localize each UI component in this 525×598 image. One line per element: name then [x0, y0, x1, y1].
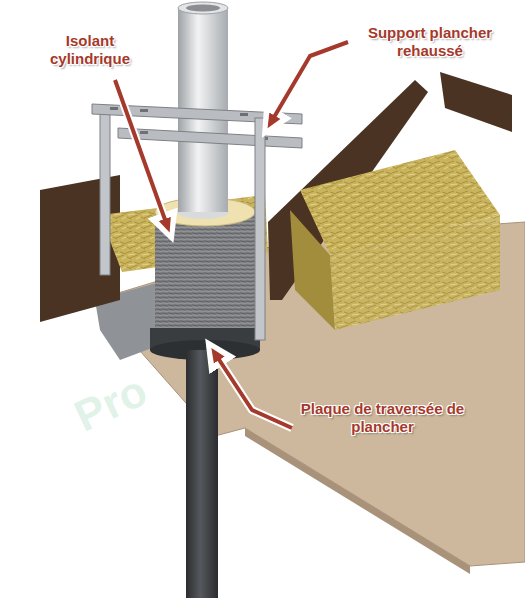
rail-hole — [140, 131, 148, 134]
bracket-plate — [100, 110, 110, 275]
rail-hole — [110, 107, 118, 110]
joist — [440, 72, 512, 132]
part-label: Plaque de traversée de plancher — [290, 400, 475, 436]
stove-pipe — [186, 350, 218, 598]
insulation-block — [330, 215, 500, 330]
bracket-plate — [255, 118, 265, 340]
board-edge — [245, 428, 470, 574]
rail-hole — [240, 113, 248, 116]
rail-hole — [140, 109, 148, 112]
cylinder-insulation — [155, 212, 255, 330]
leader-arrow — [214, 352, 292, 428]
part-label: Isolant cylindrique — [30, 32, 150, 68]
part-label: Support plancher rehaussé — [345, 24, 515, 60]
flue-pipe-bore — [186, 5, 220, 12]
leader-outline — [214, 352, 292, 428]
leader-arrow — [115, 80, 168, 228]
leader-outline — [270, 42, 348, 124]
leader-arrow — [270, 42, 348, 124]
flue-pipe — [178, 150, 228, 212]
bracket-rail — [118, 128, 302, 148]
flue-pipe-top — [178, 2, 228, 14]
leader-outline — [115, 80, 168, 228]
